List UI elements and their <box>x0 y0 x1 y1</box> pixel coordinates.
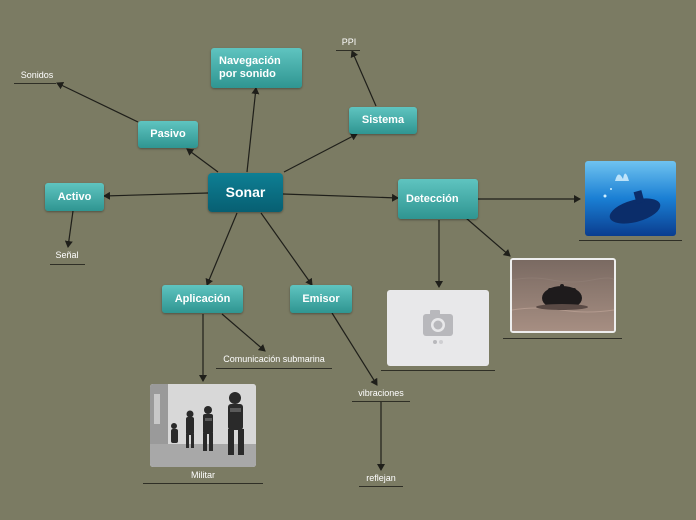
underline-sonidos <box>14 83 56 84</box>
sea-mine-image[interactable] <box>510 258 616 333</box>
edge-pasivo-sonidos <box>57 83 138 122</box>
topic-activo[interactable]: Activo <box>45 183 104 211</box>
underline-ppi <box>336 50 360 51</box>
soldiers-illustration <box>150 384 256 467</box>
image-placeholder[interactable] <box>387 290 489 366</box>
edge-sonar-activo <box>104 193 208 196</box>
topic-navegacion-por-sonido[interactable]: Navegación por sonido <box>211 48 302 88</box>
label-militar[interactable]: Militar <box>183 469 223 481</box>
underline-senal <box>50 264 85 265</box>
underline-comunicacion <box>216 368 332 369</box>
edge-activo-senal <box>68 211 73 247</box>
submarine-illustration <box>585 161 676 236</box>
edge-aplicacion-comunicacion <box>222 314 265 351</box>
central-topic-sonar[interactable]: Sonar <box>208 173 283 212</box>
topic-pasivo[interactable]: Pasivo <box>138 121 198 148</box>
label-ppi[interactable]: PPI <box>336 36 362 48</box>
edge-sonar-navegacion <box>247 88 256 172</box>
edge-deteccion-mine <box>466 218 510 256</box>
underline-militar <box>143 483 263 484</box>
edge-sonar-deteccion <box>283 194 398 198</box>
topic-deteccion[interactable]: Detección <box>398 179 478 219</box>
label-sonidos[interactable]: Sonidos <box>14 69 60 81</box>
camera-icon <box>387 290 489 366</box>
topic-sistema[interactable]: Sistema <box>349 107 417 134</box>
edge-sonar-emisor <box>261 213 312 285</box>
underline-reflejan <box>359 486 403 487</box>
label-vibraciones[interactable]: vibraciones <box>352 387 410 399</box>
label-senal[interactable]: Señal <box>50 249 84 261</box>
soldiers-image[interactable] <box>150 384 256 467</box>
edge-sistema-ppi <box>352 51 376 106</box>
topic-aplicacion[interactable]: Aplicación <box>162 285 243 313</box>
topic-emisor[interactable]: Emisor <box>290 285 352 313</box>
edge-sonar-sistema <box>284 134 357 172</box>
edge-sonar-aplicacion <box>207 213 237 285</box>
edge-sonar-pasivo <box>187 149 218 172</box>
underline-placeholder <box>381 370 495 371</box>
underline-sea-mine <box>503 338 622 339</box>
underline-vibraciones <box>352 401 410 402</box>
label-reflejan[interactable]: reflejan <box>359 472 403 484</box>
underline-submarine <box>579 240 682 241</box>
submarine-image[interactable] <box>585 161 676 236</box>
sea-mine-illustration <box>512 260 614 331</box>
edge-emisor-vibraciones <box>332 313 377 385</box>
label-comunicacion-submarina[interactable]: Comunicación submarina <box>216 353 332 365</box>
